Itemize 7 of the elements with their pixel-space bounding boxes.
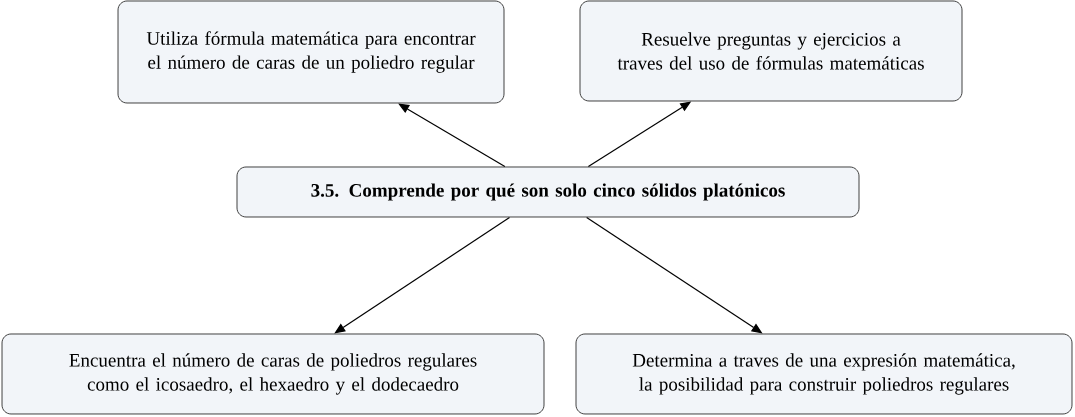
concept-box: Resuelve preguntas y ejercicios a traves del uso de fórmulas matemáticas bbox=[579, 0, 963, 102]
arrow bbox=[398, 103, 506, 168]
concept-box: Encuentra el número de caras de poliedros regulares como el icosaedro, el hexaedro y el dodecaedro bbox=[1, 333, 545, 415]
concept-box: Determina a traves de una expresión matemática, la posibilidad para construir poliedros regulares bbox=[575, 333, 1073, 415]
concept-box: 3.5. Comprende por qué son solo cinco sólidos platónicos bbox=[236, 166, 860, 218]
arrow bbox=[334, 216, 511, 334]
concept-box: Utiliza fórmula matemática para encontrar el número de caras de un poliedro regular bbox=[117, 0, 505, 104]
